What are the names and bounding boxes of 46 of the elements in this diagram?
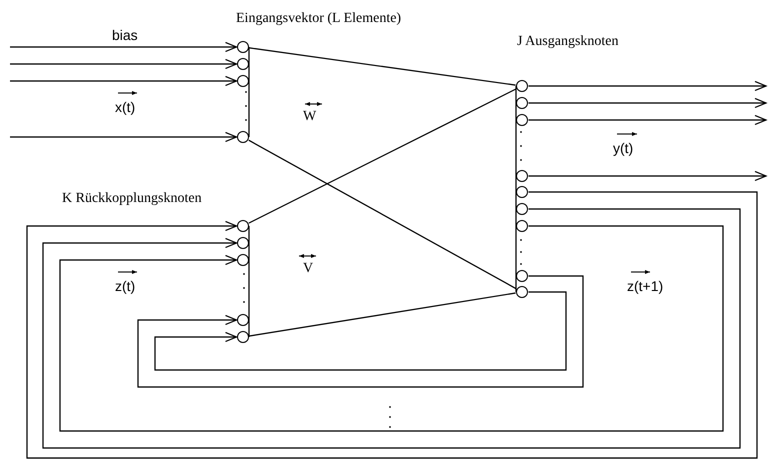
layer-heading: Eingangsvektor (L Elemente) bbox=[236, 12, 402, 26]
neuron-circle bbox=[516, 80, 528, 92]
signal-label: bias bbox=[112, 28, 138, 42]
neuron-circle bbox=[516, 114, 528, 126]
neuron-circle bbox=[236, 254, 249, 266]
layer-heading: J Ausgangsknoten bbox=[517, 35, 618, 49]
arrow bbox=[10, 132, 238, 142]
connection-line bbox=[249, 47, 516, 86]
neuron-circle bbox=[236, 130, 249, 143]
layer-heading: K Rückkopplungsknoten bbox=[62, 192, 202, 206]
layer-line bbox=[515, 86, 517, 292]
signal-label: z(t) bbox=[115, 279, 136, 293]
neuron-circle bbox=[236, 314, 249, 326]
layer-line bbox=[248, 226, 250, 337]
connection-line bbox=[248, 88, 516, 224]
signal-label: y(t) bbox=[613, 141, 634, 155]
arrow bbox=[59, 225, 724, 432]
neuron-circle bbox=[516, 220, 528, 232]
arrow bbox=[528, 98, 767, 108]
neuron-circle bbox=[516, 170, 528, 182]
neuron-circle bbox=[236, 40, 249, 53]
neuron-circle bbox=[516, 202, 528, 215]
neuron-circle bbox=[516, 286, 528, 298]
neuron-circle bbox=[236, 220, 249, 232]
arrow bbox=[528, 80, 767, 92]
connection-line bbox=[248, 140, 517, 290]
arrow bbox=[154, 291, 567, 371]
weight-label: V bbox=[303, 262, 314, 276]
arrow bbox=[137, 275, 584, 388]
arrow bbox=[528, 170, 767, 182]
signal-label: x(t) bbox=[115, 100, 136, 114]
arrow bbox=[10, 58, 238, 70]
neuron-circle bbox=[516, 186, 528, 198]
neuron-circle bbox=[236, 74, 249, 87]
neuron-circle bbox=[236, 330, 249, 343]
arrow bbox=[528, 114, 767, 126]
neuron-circle bbox=[516, 270, 528, 282]
arrow bbox=[10, 76, 238, 86]
neuron-circle bbox=[516, 96, 528, 109]
neuron-circle bbox=[236, 58, 249, 70]
arrow bbox=[10, 42, 238, 52]
connection-line bbox=[249, 292, 516, 337]
weight-label: W bbox=[303, 110, 316, 124]
signal-label: z(t+1) bbox=[627, 279, 664, 293]
layer-line bbox=[248, 47, 250, 137]
neuron-circle bbox=[236, 236, 249, 249]
